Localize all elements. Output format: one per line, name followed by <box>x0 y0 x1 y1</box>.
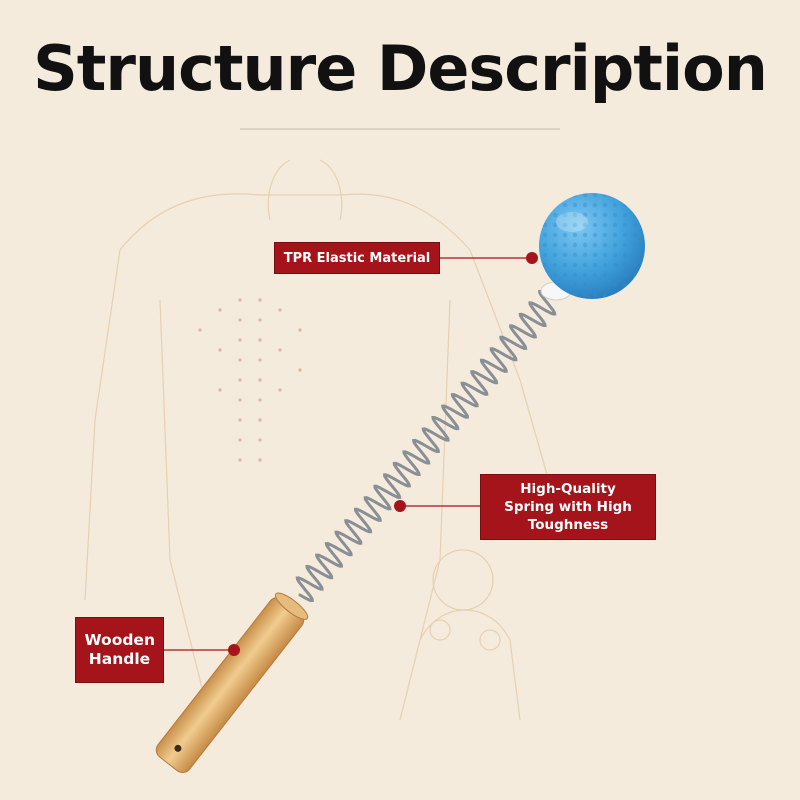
acupoint-dots <box>198 298 302 462</box>
label-tpr-elastic-material: TPR Elastic Material <box>274 242 440 274</box>
marker-dots <box>228 252 538 656</box>
label-spring: High-Quality Spring with High Toughness <box>480 474 656 540</box>
tpr-ball <box>539 193 645 299</box>
label-tpr-text: TPR Elastic Material <box>283 250 431 266</box>
spring-coil <box>295 289 557 603</box>
label-spring-text: High-Quality Spring with High Toughness <box>504 480 632 534</box>
leader-lines <box>164 257 532 651</box>
label-wooden-handle: Wooden Handle <box>75 617 164 683</box>
wooden-handle <box>155 592 309 773</box>
anatomy-background <box>84 159 561 721</box>
title-divider <box>240 128 560 130</box>
spring <box>295 289 557 603</box>
page-title: Structure Description <box>33 32 768 105</box>
label-wood-text: Wooden Handle <box>84 630 155 668</box>
